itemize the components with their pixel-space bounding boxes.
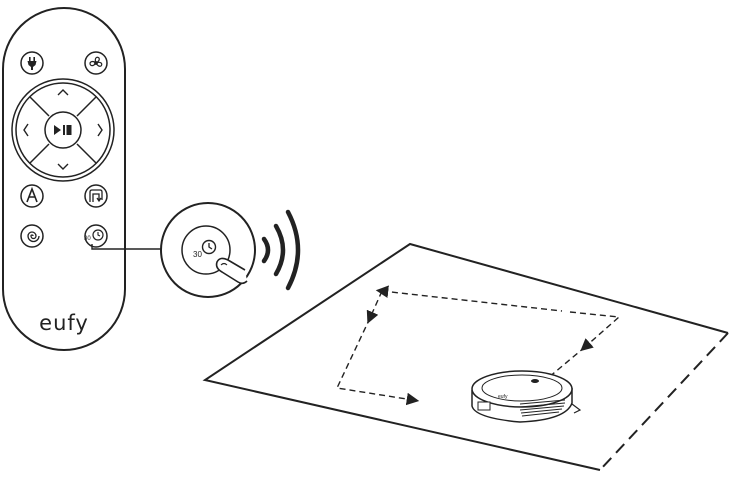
- callout-timer-label: 30: [193, 250, 202, 259]
- power-button[interactable]: [21, 52, 43, 74]
- floor-area: eufy: [205, 244, 728, 470]
- timer-button[interactable]: 30: [84, 225, 107, 247]
- wireless-signal-icon: [264, 212, 298, 288]
- start-pause-button[interactable]: [45, 112, 81, 148]
- remote-control: 30 eufy: [3, 8, 125, 350]
- floor-outline: [205, 244, 728, 470]
- auto-button[interactable]: [21, 185, 43, 207]
- robot-logo: eufy: [498, 394, 508, 400]
- brand-logo: eufy: [39, 311, 89, 335]
- edge-clean-button[interactable]: [85, 185, 107, 207]
- timer-button-label: 30: [84, 236, 91, 242]
- suction-button[interactable]: [85, 52, 107, 74]
- direction-pad: [12, 79, 114, 181]
- spot-clean-button[interactable]: [21, 225, 43, 247]
- zoom-callout: 30: [161, 203, 255, 297]
